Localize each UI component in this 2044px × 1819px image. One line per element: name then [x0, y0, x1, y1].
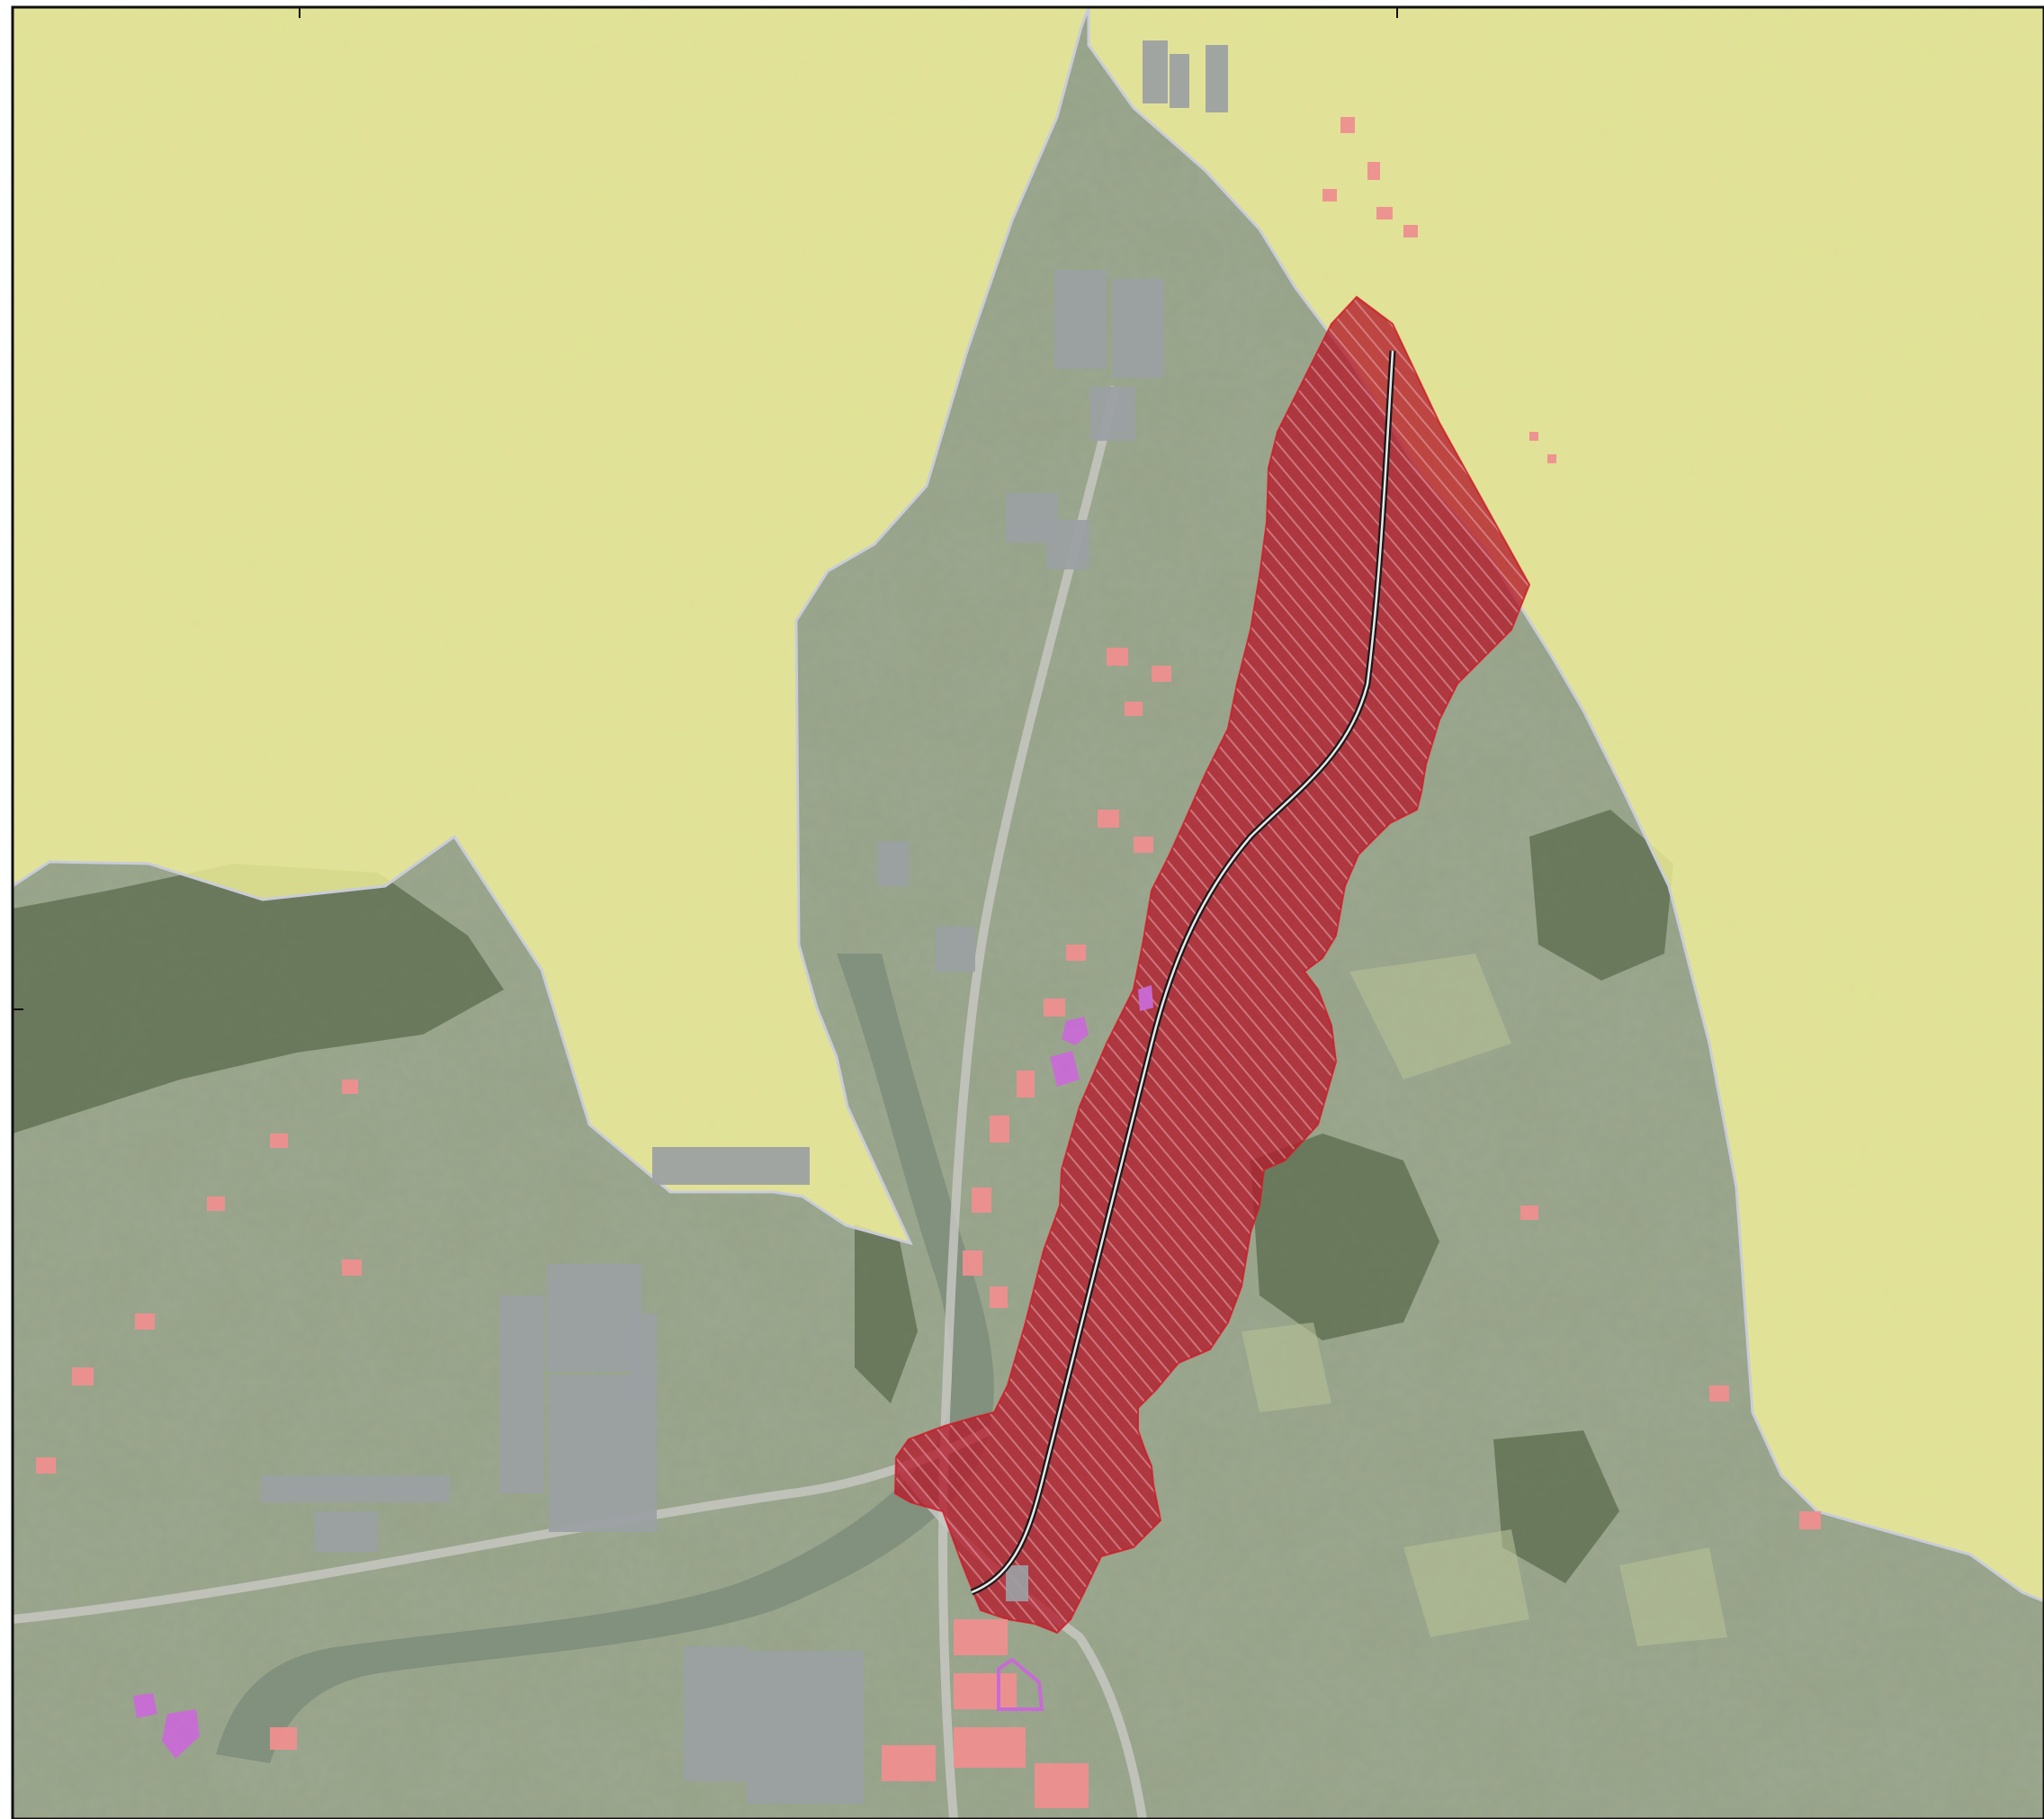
residential-building: [972, 1187, 991, 1213]
residential-building: [1098, 810, 1119, 828]
forest-patch-riverbank: [855, 1223, 918, 1403]
residential-building: [1520, 1205, 1538, 1220]
residential-building: [342, 1080, 358, 1094]
residential-building: [1322, 189, 1337, 202]
residential-building: [1107, 648, 1128, 666]
industrial-building: [1090, 387, 1135, 441]
residential-building: [1403, 225, 1418, 237]
excluded-zone-west: [11, 5, 1091, 1246]
rail-line: [970, 350, 1396, 1596]
field-3: [1403, 1529, 1529, 1637]
main-road: [938, 385, 1120, 1819]
residential-building: [135, 1313, 155, 1330]
highlight-building: [1138, 985, 1153, 1011]
industrial-building: [315, 1511, 378, 1552]
field-2: [1242, 1322, 1331, 1412]
buildings-residential: [36, 117, 1821, 1808]
excluded-zone-east: [1087, 5, 2044, 1603]
forest-patch-east: [1529, 810, 1673, 981]
forest-patch-west: [13, 864, 504, 1134]
industrial-building: [684, 1646, 747, 1781]
highlight-building: [1062, 1017, 1089, 1045]
residential-building: [1529, 432, 1538, 441]
residential-building: [882, 1745, 936, 1781]
residential-building: [1017, 1071, 1035, 1098]
residential-building: [72, 1367, 94, 1385]
residential-building: [1376, 207, 1393, 220]
field-1: [1349, 954, 1511, 1080]
industrial-building: [1006, 1565, 1028, 1601]
residential-building: [990, 1116, 1009, 1142]
residential-building: [954, 1727, 1026, 1768]
residential-building: [1152, 666, 1171, 682]
map-frame-border: [11, 5, 2044, 1819]
industrial-building: [1112, 279, 1164, 378]
industrial-building: [261, 1475, 450, 1502]
industrial-building: [747, 1651, 864, 1804]
highlight-building: [162, 1709, 200, 1759]
highlight-building: [1050, 1051, 1080, 1087]
industrial-building: [1054, 270, 1107, 369]
residential-building: [36, 1457, 56, 1474]
residential-building: [954, 1619, 1008, 1655]
residential-building: [1035, 1763, 1089, 1808]
industrial-building: [936, 927, 975, 972]
forest-patch-center: [1251, 1134, 1439, 1340]
buildings-industrial: [261, 40, 1228, 1804]
industrial-building: [652, 1147, 810, 1185]
residential-building: [270, 1727, 297, 1750]
residential-building: [1709, 1385, 1729, 1402]
industrial-building: [877, 841, 909, 886]
field-4: [1619, 1547, 1727, 1646]
excluded-zone-overlay: [11, 5, 2044, 1603]
residential-building: [1547, 454, 1556, 463]
residential-building: [1066, 945, 1086, 961]
residential-building: [1799, 1511, 1821, 1529]
industrial-building: [547, 1264, 641, 1372]
industrial-building: [549, 1375, 657, 1532]
residential-building: [1340, 117, 1355, 133]
industrial-building: [1143, 40, 1168, 103]
industrial-building: [1046, 520, 1089, 569]
residential-building: [1134, 837, 1153, 853]
residential-building: [963, 1250, 982, 1276]
residential-building: [207, 1196, 225, 1211]
industrial-building: [1206, 45, 1228, 112]
buildings-highlight[interactable]: [133, 985, 1153, 1759]
industrial-building: [1170, 54, 1189, 108]
forest-patch-south: [1493, 1430, 1619, 1583]
residential-building: [1367, 162, 1380, 180]
frame-rect: [11, 5, 2044, 1819]
residential-building: [342, 1259, 362, 1276]
residential-building: [954, 1673, 1017, 1709]
river: [216, 954, 994, 1763]
rail-line-inner: [971, 350, 1394, 1594]
industrial-building: [499, 1295, 544, 1493]
residential-building: [1044, 999, 1065, 1017]
residential-building: [990, 1286, 1008, 1308]
residential-building: [270, 1134, 288, 1148]
residential-building: [1125, 702, 1143, 716]
industrial-building: [630, 1313, 657, 1394]
highlight-building: [133, 1693, 157, 1718]
highlight-building-outline: [997, 1657, 1044, 1711]
town-road: [895, 1464, 1147, 1819]
